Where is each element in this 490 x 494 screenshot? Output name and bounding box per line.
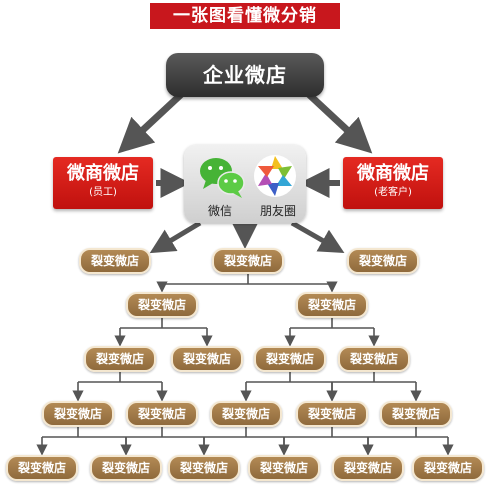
wechat-icon [200, 158, 245, 198]
fission-store-label: 裂变微店 [221, 407, 270, 421]
fission-store-label: 裂变微店 [95, 352, 144, 366]
fission-store-node-level4-a: 裂变微店 [42, 401, 114, 427]
fission-store-label: 裂变微店 [307, 298, 356, 312]
fission-store-label: 裂变微店 [137, 298, 186, 312]
enterprise-store-label: 企业微店 [203, 63, 287, 87]
fission-store-node-level5-e: 裂变微店 [332, 455, 404, 481]
fission-store-node-level2-b: 裂变微店 [296, 292, 368, 318]
customer-store-node: 微商微店 (老客户) [343, 157, 443, 209]
fission-store-label: 裂变微店 [137, 407, 186, 421]
fission-store-label: 裂变微店 [90, 254, 139, 268]
fission-store-label: 裂变微店 [391, 407, 440, 421]
fission-store-label: 裂变微店 [101, 461, 150, 475]
fission-store-node-level5-c: 裂变微店 [168, 455, 240, 481]
fission-store-label: 裂变微店 [259, 461, 308, 475]
social-hub: 微信 朋友圈 [184, 145, 306, 223]
customer-store-sub: (老客户) [374, 187, 412, 198]
fission-store-node-level4-d: 裂变微店 [296, 401, 368, 427]
fission-store-label: 裂变微店 [423, 461, 472, 475]
moments-icon [254, 155, 296, 197]
fission-store-node-level3-b: 裂变微店 [171, 346, 243, 372]
fission-store-node-level3-d: 裂变微店 [338, 346, 410, 372]
fission-store-node-level5-d: 裂变微店 [248, 455, 320, 481]
page-title: 一张图看懂微分销 [173, 6, 317, 26]
fission-store-node-level3-c: 裂变微店 [254, 346, 326, 372]
employee-store-node: 微商微店 (员工) [53, 157, 153, 209]
fission-store-label: 裂变微店 [349, 352, 398, 366]
fission-store-label: 裂变微店 [343, 461, 392, 475]
employee-store-label: 微商微店 [67, 163, 139, 184]
fission-store-node-level4-b: 裂变微店 [126, 401, 198, 427]
fission-store-label: 裂变微店 [179, 461, 228, 475]
arrow-hub-to-left-fission [149, 220, 202, 254]
fission-store-label: 裂变微店 [182, 352, 231, 366]
employee-store-sub: (员工) [89, 187, 117, 198]
fission-store-node-level1-c: 裂变微店 [347, 248, 419, 274]
fission-store-label: 裂变微店 [307, 407, 356, 421]
title-banner: 一张图看懂微分销 [150, 3, 340, 29]
enterprise-store-node: 企业微店 [166, 53, 324, 97]
arrow-root-to-customer [299, 85, 373, 154]
fission-store-node-level4-c: 裂变微店 [210, 401, 282, 427]
moments-label: 朋友圈 [260, 204, 297, 218]
fission-store-node-level1-b: 裂变微店 [212, 248, 284, 274]
fission-store-node-level2-a: 裂变微店 [126, 292, 198, 318]
fission-store-node-level5-b: 裂变微店 [90, 455, 162, 481]
fission-store-label: 裂变微店 [358, 254, 407, 268]
fission-store-label: 裂变微店 [223, 254, 272, 268]
fission-store-node-level5-f: 裂变微店 [412, 455, 484, 481]
arrow-hub-to-right-fission [290, 220, 345, 253]
fission-store-node-level3-a: 裂变微店 [84, 346, 156, 372]
fission-store-label: 裂变微店 [53, 407, 102, 421]
fission-store-node-level4-e: 裂变微店 [380, 401, 452, 427]
fission-store-node-level5-a: 裂变微店 [6, 455, 78, 481]
customer-store-label: 微商微店 [357, 163, 429, 184]
wechat-label: 微信 [208, 204, 233, 218]
fission-store-node-level1-a: 裂变微店 [79, 248, 151, 274]
fission-store-label: 裂变微店 [265, 352, 314, 366]
fission-store-label: 裂变微店 [17, 461, 66, 475]
arrow-root-to-employee [117, 85, 191, 154]
